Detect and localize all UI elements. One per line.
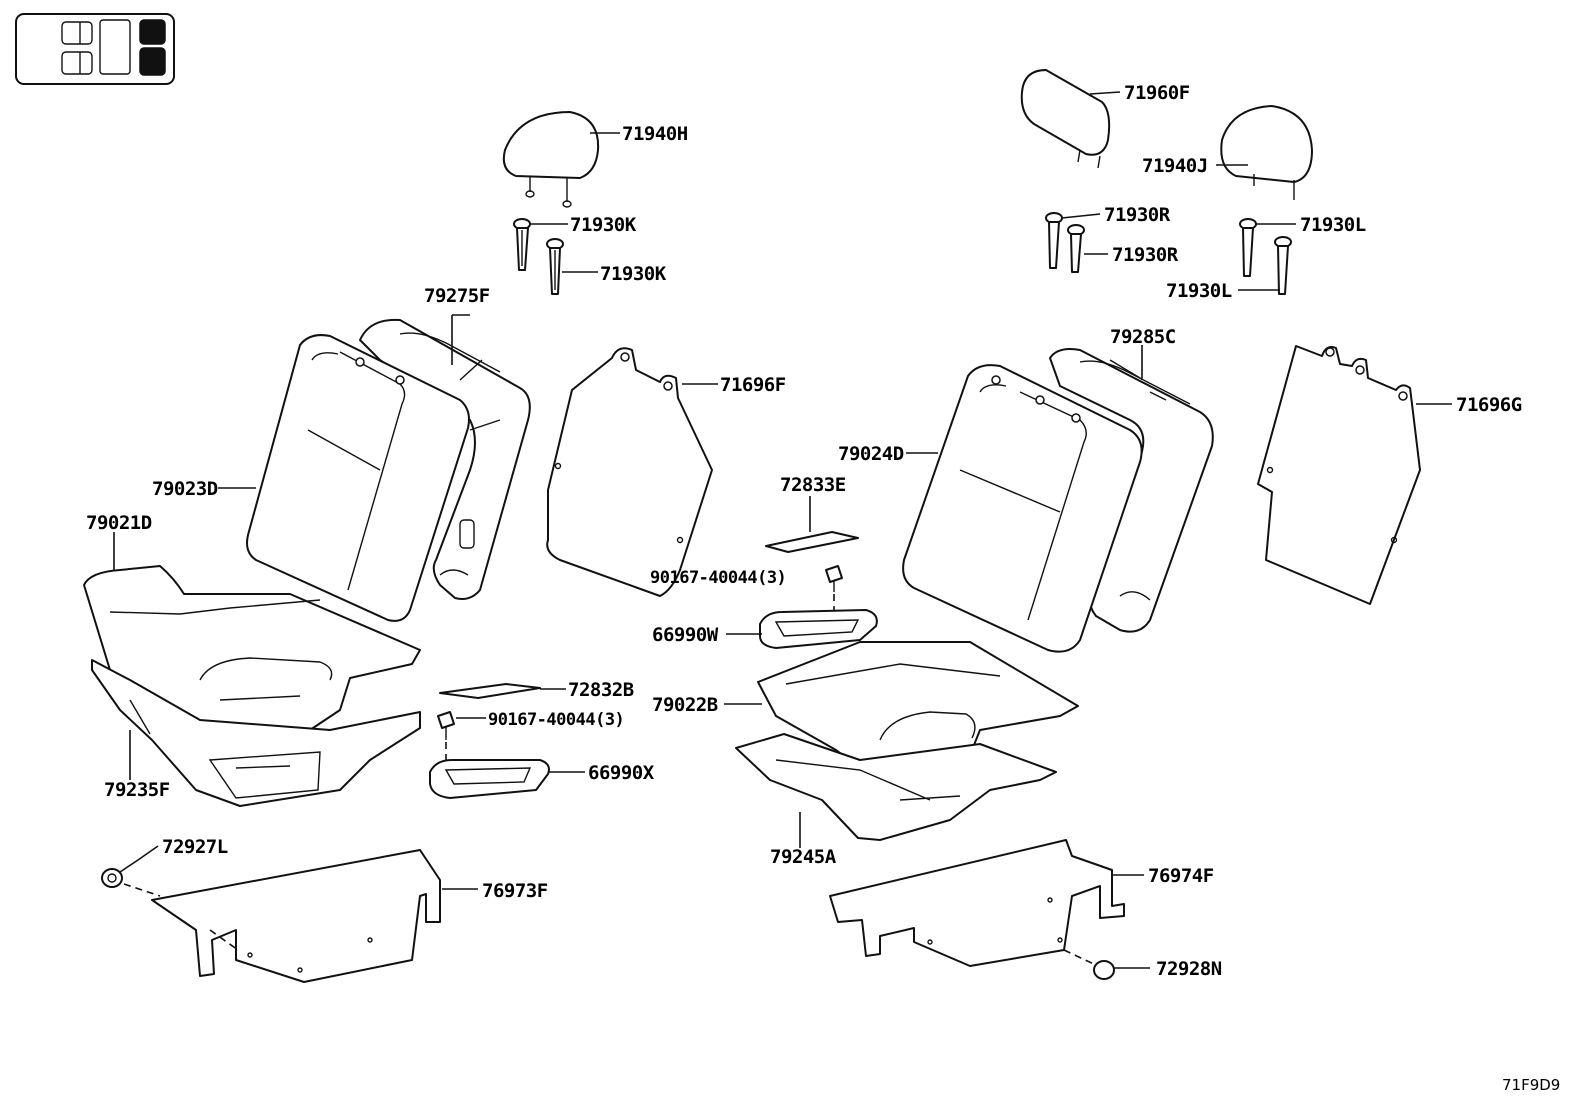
headrest-71960F [1020, 69, 1111, 169]
pad-72833E [765, 531, 859, 553]
label-71930K-a: 71930K [570, 214, 637, 236]
headrest-support-71930L-b [1274, 236, 1292, 295]
label-79275F: 79275F [424, 285, 490, 307]
label-71930K-b: 71930K [600, 263, 667, 285]
headrest-support-71930R-a [1045, 212, 1063, 269]
seatback-board-71696F [546, 347, 713, 597]
label-72832B: 72832B [568, 679, 634, 701]
label-71930R-b: 71930R [1112, 244, 1179, 266]
label-71930L-a: 71930L [1300, 214, 1366, 236]
label-71940H: 71940H [622, 123, 688, 145]
label-76974F: 76974F [1148, 865, 1214, 887]
label-79235F: 79235F [104, 779, 170, 801]
seatback-79024D [902, 364, 1143, 653]
label-79022B: 79022B [652, 694, 718, 716]
tray-66990W [759, 609, 878, 649]
seatback-79023D [246, 334, 470, 622]
tray-66990X [429, 759, 550, 799]
label-72927L: 72927L [162, 836, 228, 858]
label-72928N: 72928N [1156, 958, 1222, 980]
label-71930L-b: 71930L [1166, 280, 1232, 302]
label-79021D: 79021D [86, 512, 152, 534]
seat-frame-79245A [735, 733, 1057, 841]
cover-plate-76974F [829, 839, 1125, 967]
label-90167-left: 90167-40044(3) [488, 710, 624, 730]
headrest-71940H [502, 111, 600, 208]
label-72833E: 72833E [780, 474, 846, 496]
headrest-support-71930R-b [1067, 224, 1085, 273]
label-66990X: 66990X [588, 762, 655, 784]
label-76973F: 76973F [482, 880, 548, 902]
label-79285C: 79285C [1110, 326, 1176, 348]
seatback-cover-79275F [359, 318, 531, 600]
label-79245A: 79245A [770, 846, 837, 868]
cover-plate-76973F [151, 849, 441, 983]
illustration-code: 71F9D9 [1502, 1076, 1560, 1094]
headrest-71940J [1220, 105, 1313, 200]
screw-90167-right [825, 565, 843, 610]
seat-cushion-79021D [83, 565, 421, 741]
pad-72832B [439, 683, 541, 699]
label-66990W: 66990W [652, 624, 719, 646]
label-71960F: 71960F [1124, 82, 1190, 104]
label-71930R-a: 71930R [1104, 204, 1171, 226]
label-71696F: 71696F [720, 374, 786, 396]
headrest-support-71930L-a [1239, 218, 1257, 277]
label-71696G: 71696G [1456, 394, 1522, 416]
label-90167-right: 90167-40044(3) [650, 568, 786, 588]
clip-72928N [1093, 960, 1115, 980]
label-79023D: 79023D [152, 478, 218, 500]
seat-frame-79235F [91, 659, 421, 807]
headrest-support-71930K-b [546, 238, 564, 295]
label-79024D: 79024D [838, 443, 904, 465]
headrest-support-71930K-a [513, 218, 531, 271]
screw-90167-left [437, 711, 455, 760]
seatback-board-71696G [1257, 345, 1421, 605]
seat-layout-icon [15, 13, 175, 85]
clip-72927L [101, 868, 123, 888]
label-71940J: 71940J [1142, 155, 1208, 177]
